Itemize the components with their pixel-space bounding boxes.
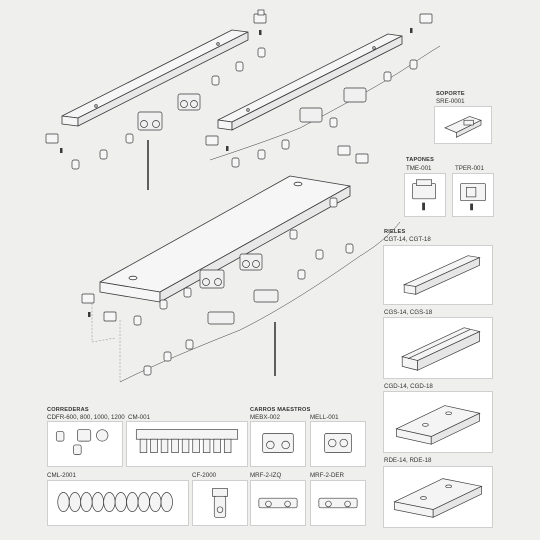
riel-box-1	[383, 245, 493, 305]
carros-code-4: MRF-2-DER	[310, 472, 345, 479]
end-caps	[45, 9, 433, 322]
cord-upper	[209, 45, 441, 161]
correderas-code-1: CDFR-600, 800, 1000, 1200	[47, 414, 125, 421]
correderas-title: CORREDERAS	[47, 407, 89, 413]
correderas-code-3: CML-2001	[47, 472, 76, 479]
riel-box-4	[383, 466, 493, 528]
correderas-code-2: CM-001	[128, 414, 151, 421]
master-carriers	[137, 87, 367, 325]
master-carrier-drawing	[324, 433, 352, 453]
master-carrier-drawing	[318, 497, 358, 509]
soporte-code: SRE-0001	[436, 98, 465, 105]
rail-1-face	[77, 31, 249, 127]
riel-box-2	[383, 317, 493, 379]
carro-box-1	[250, 421, 306, 467]
rail-profile-drawing	[403, 255, 481, 295]
rieles-code-3: CGD-14, CGD-18	[384, 383, 433, 390]
corredera-box-2	[126, 421, 248, 467]
correderas-code-4: CF-2000	[192, 472, 217, 479]
rail-profile-drawing	[401, 327, 481, 371]
carros-code-3: MRF-2-IZQ	[250, 472, 282, 479]
corredera-box-4	[192, 480, 248, 526]
rieles-code-1: CGT-14, CGT-18	[384, 236, 431, 243]
rail-1-end	[61, 115, 79, 127]
carro-box-3	[250, 480, 306, 526]
master-carrier-drawing	[258, 497, 298, 509]
carros-code-2: MELL-001	[310, 414, 339, 421]
fixed-glider-drawing	[212, 488, 228, 518]
soporte-title: SOPORTE	[436, 91, 465, 97]
bracket-drawing	[444, 116, 482, 138]
carros-title: CARROS MAESTROS	[250, 407, 311, 413]
screws	[60, 28, 413, 317]
tapones-code-2: TPER-001	[455, 165, 484, 172]
gliders	[71, 47, 418, 376]
rieles-code-2: CGS-14, CGS-18	[384, 309, 433, 316]
master-carrier-drawing	[262, 433, 294, 453]
soporte-box	[434, 106, 492, 144]
rail-1-top	[61, 29, 249, 119]
glider-chain-drawing	[135, 429, 239, 453]
corredera-box-3	[47, 480, 189, 526]
end-cap-drawing	[412, 179, 436, 211]
carros-code-1: MEBX-002	[250, 414, 280, 421]
tapon-box-1	[404, 173, 446, 217]
tapon-box-2	[452, 173, 494, 217]
rieles-code-4: RDE-14, RDE-18	[384, 457, 432, 464]
tapones-code-1: TME-001	[406, 165, 432, 172]
carro-box-2	[310, 421, 366, 467]
carro-box-4	[310, 480, 366, 526]
rail-profile-drawing	[393, 478, 483, 518]
glider-drawing	[55, 429, 109, 455]
rieles-title: RIELES	[384, 229, 406, 235]
cord-lower	[119, 221, 401, 383]
corredera-box-1	[47, 421, 123, 467]
tapones-title: TAPONES	[406, 157, 435, 163]
end-cap-drawing	[460, 183, 486, 211]
riel-box-3	[383, 391, 493, 453]
rail-3-top	[99, 175, 351, 293]
rail-profile-drawing	[395, 405, 481, 445]
ring-glider-drawing	[57, 492, 173, 512]
